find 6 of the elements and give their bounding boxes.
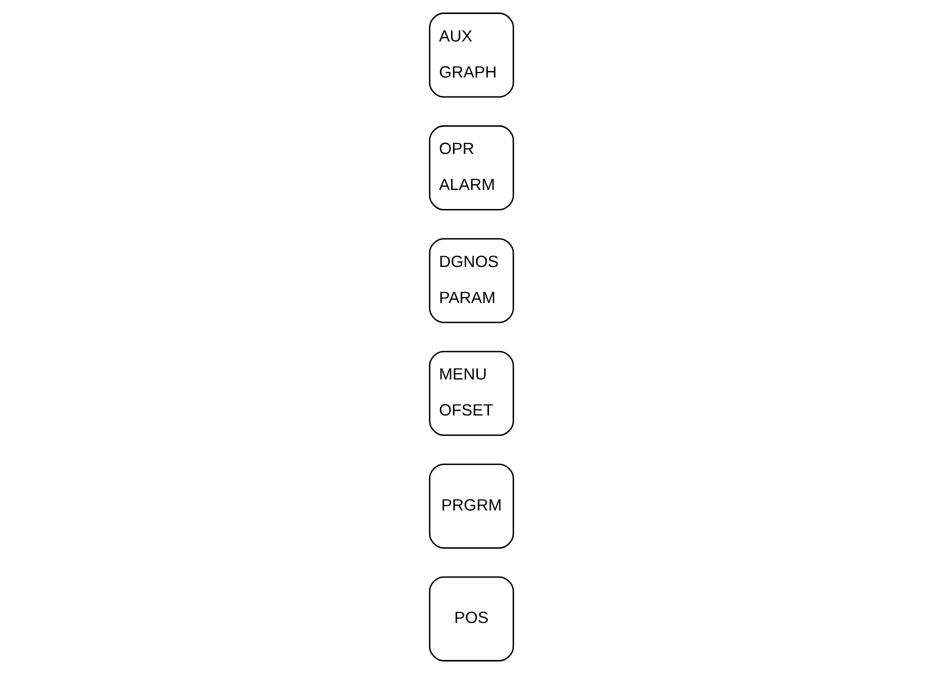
node-box: MENU OFSET xyxy=(428,350,514,436)
node-box: PRGRM xyxy=(428,464,514,549)
node-box: AUX GRAPH xyxy=(428,12,514,98)
node-box: OPR ALARM xyxy=(428,125,514,210)
node-box: POS xyxy=(428,576,514,662)
node-box: DGNOS PARAM xyxy=(428,238,514,324)
